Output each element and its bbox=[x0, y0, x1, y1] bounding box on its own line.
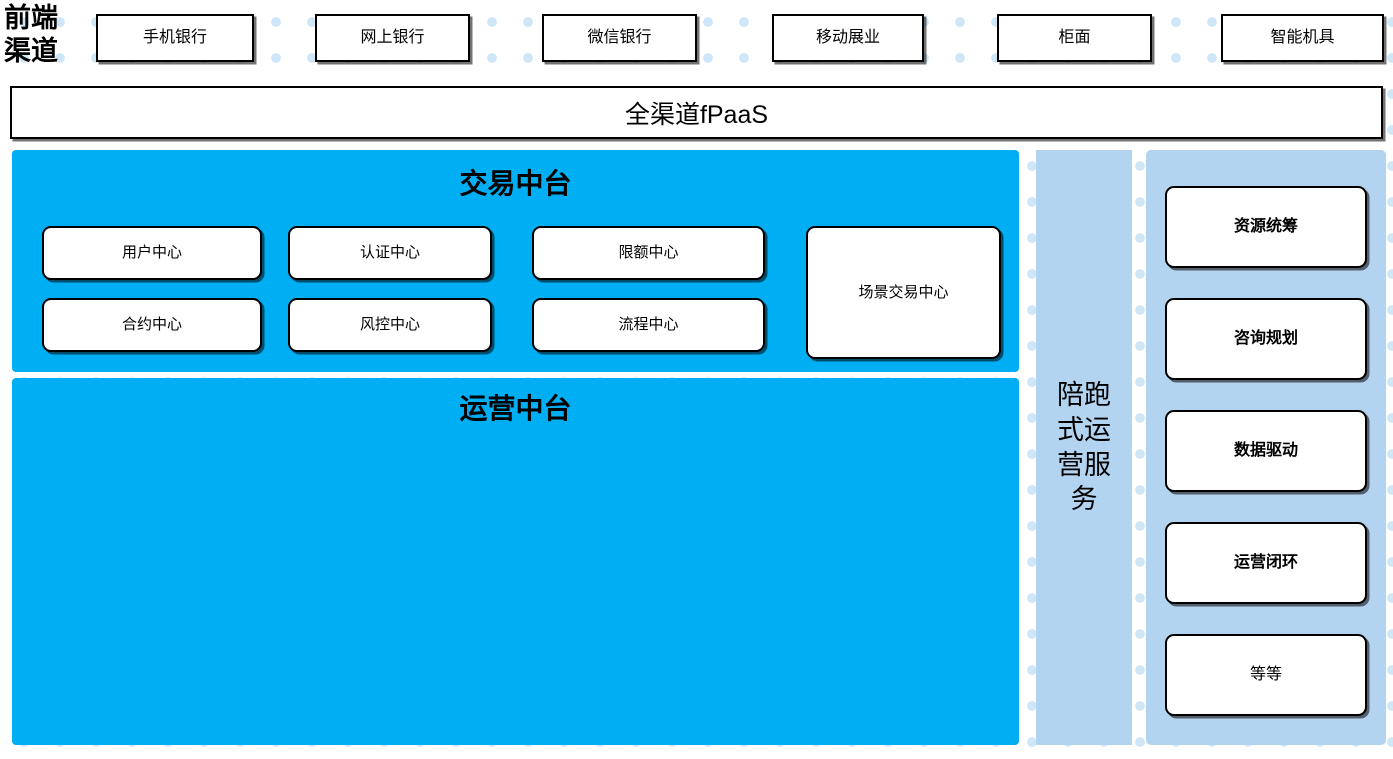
trade-center-box[interactable]: 合约中心 bbox=[42, 298, 262, 352]
channel-box[interactable]: 微信银行 bbox=[542, 14, 697, 62]
service-capability-box[interactable]: 等等 bbox=[1165, 634, 1367, 716]
trade-center-box[interactable]: 流程中心 bbox=[532, 298, 765, 352]
omnichannel-fpaas-bar: 全渠道fPaaS bbox=[10, 86, 1383, 139]
companion-operation-service-label: 陪跑式运营服务 bbox=[1057, 380, 1111, 515]
channel-box[interactable]: 网上银行 bbox=[315, 14, 470, 62]
trade-center-box[interactable]: 认证中心 bbox=[288, 226, 492, 280]
service-capability-box[interactable]: 资源统筹 bbox=[1165, 186, 1367, 268]
trade-platform-title: 交易中台 bbox=[459, 169, 572, 200]
channel-box[interactable]: 移动展业 bbox=[772, 14, 924, 62]
trade-middle-platform-panel: 交易中台 场景交易中心 用户中心认证中心限额中心合约中心风控中心流程中心 bbox=[12, 150, 1019, 372]
scene-trade-center-box[interactable]: 场景交易中心 bbox=[806, 226, 1001, 359]
service-capability-box[interactable]: 数据驱动 bbox=[1165, 410, 1367, 492]
channel-box[interactable]: 柜面 bbox=[997, 14, 1152, 62]
front-end-channel-section: 前端渠道 手机银行 网上银行 微信银行 移动展业 柜面 智能机具 bbox=[0, 0, 1393, 78]
service-capability-box[interactable]: 咨询规划 bbox=[1165, 298, 1367, 380]
operations-platform-title: 运营中台 bbox=[459, 394, 572, 425]
service-capability-column: 资源统筹咨询规划数据驱动运营闭环等等 bbox=[1146, 150, 1386, 745]
trade-center-box[interactable]: 风控中心 bbox=[288, 298, 492, 352]
trade-center-box[interactable]: 用户中心 bbox=[42, 226, 262, 280]
channel-box[interactable]: 手机银行 bbox=[96, 14, 254, 62]
service-capability-box[interactable]: 运营闭环 bbox=[1165, 522, 1367, 604]
front-end-channel-label: 前端渠道 bbox=[4, 3, 58, 66]
companion-operation-service-band: 陪跑式运营服务 bbox=[1036, 150, 1132, 745]
operations-middle-platform-panel: 运营中台 数据分析 行为分析活动分析权益分析效能分析 用户运营用户等级用户任务用… bbox=[12, 378, 1019, 745]
trade-center-box[interactable]: 限额中心 bbox=[532, 226, 765, 280]
channel-box[interactable]: 智能机具 bbox=[1221, 14, 1384, 62]
